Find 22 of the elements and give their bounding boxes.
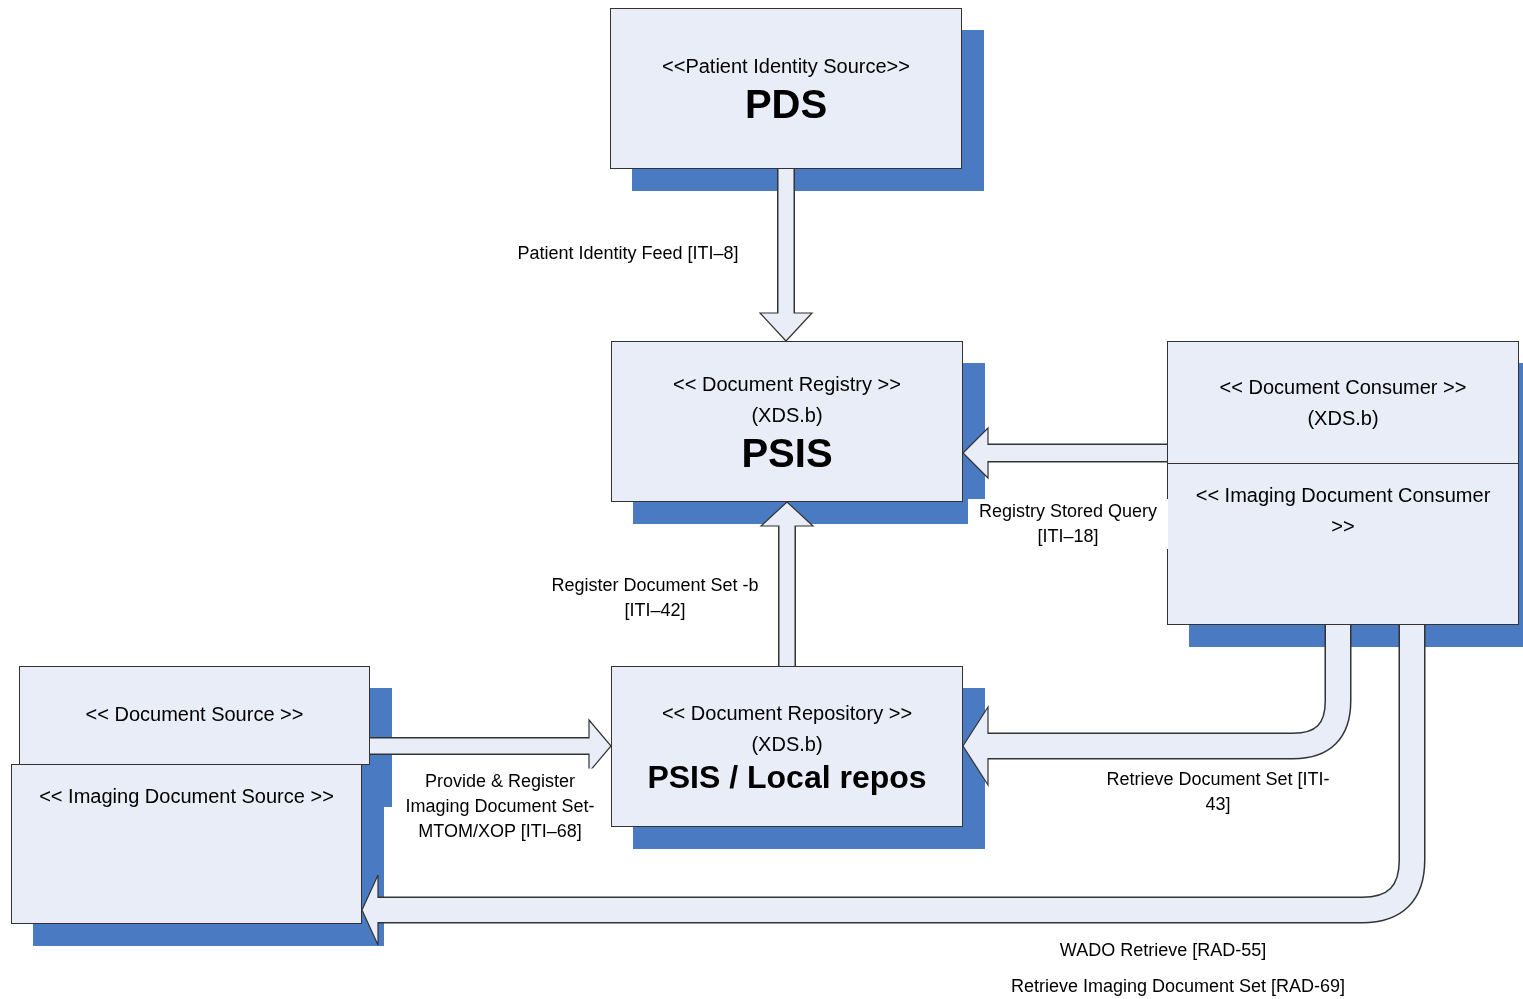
block-arrow (962, 427, 1167, 479)
block-arrow (361, 625, 1426, 946)
component-box (610, 8, 962, 169)
component-box (611, 666, 963, 827)
stereotype-label: << Document Repository >> (XDS.b) (660, 700, 914, 757)
stereotype-label: << Document Registry >> (XDS.b) (672, 371, 902, 428)
edge-label: Registry Stored Query [ITI–18] (968, 499, 1168, 549)
component-name: PSIS / Local repos (646, 759, 928, 796)
stereotype-label: << Imaging Document Consumer >> (1194, 483, 1492, 539)
component-box (19, 666, 370, 765)
component-box (1167, 463, 1519, 625)
component-name: PDS (743, 82, 829, 126)
component-name: PSIS (740, 430, 834, 475)
stereotype-label: <<Patient Identity Source>> (661, 54, 911, 79)
stereotype-label: << Document Source >> (84, 702, 305, 727)
component-box (1167, 341, 1519, 464)
stereotype-label: << Document Consumer >> (XDS.b) (1218, 374, 1468, 431)
block-arrow (760, 501, 814, 666)
component-box (611, 341, 963, 502)
stereotype-label: << Imaging Document Source >> (38, 784, 335, 809)
block-arrow (759, 169, 813, 342)
component-box (11, 764, 362, 924)
